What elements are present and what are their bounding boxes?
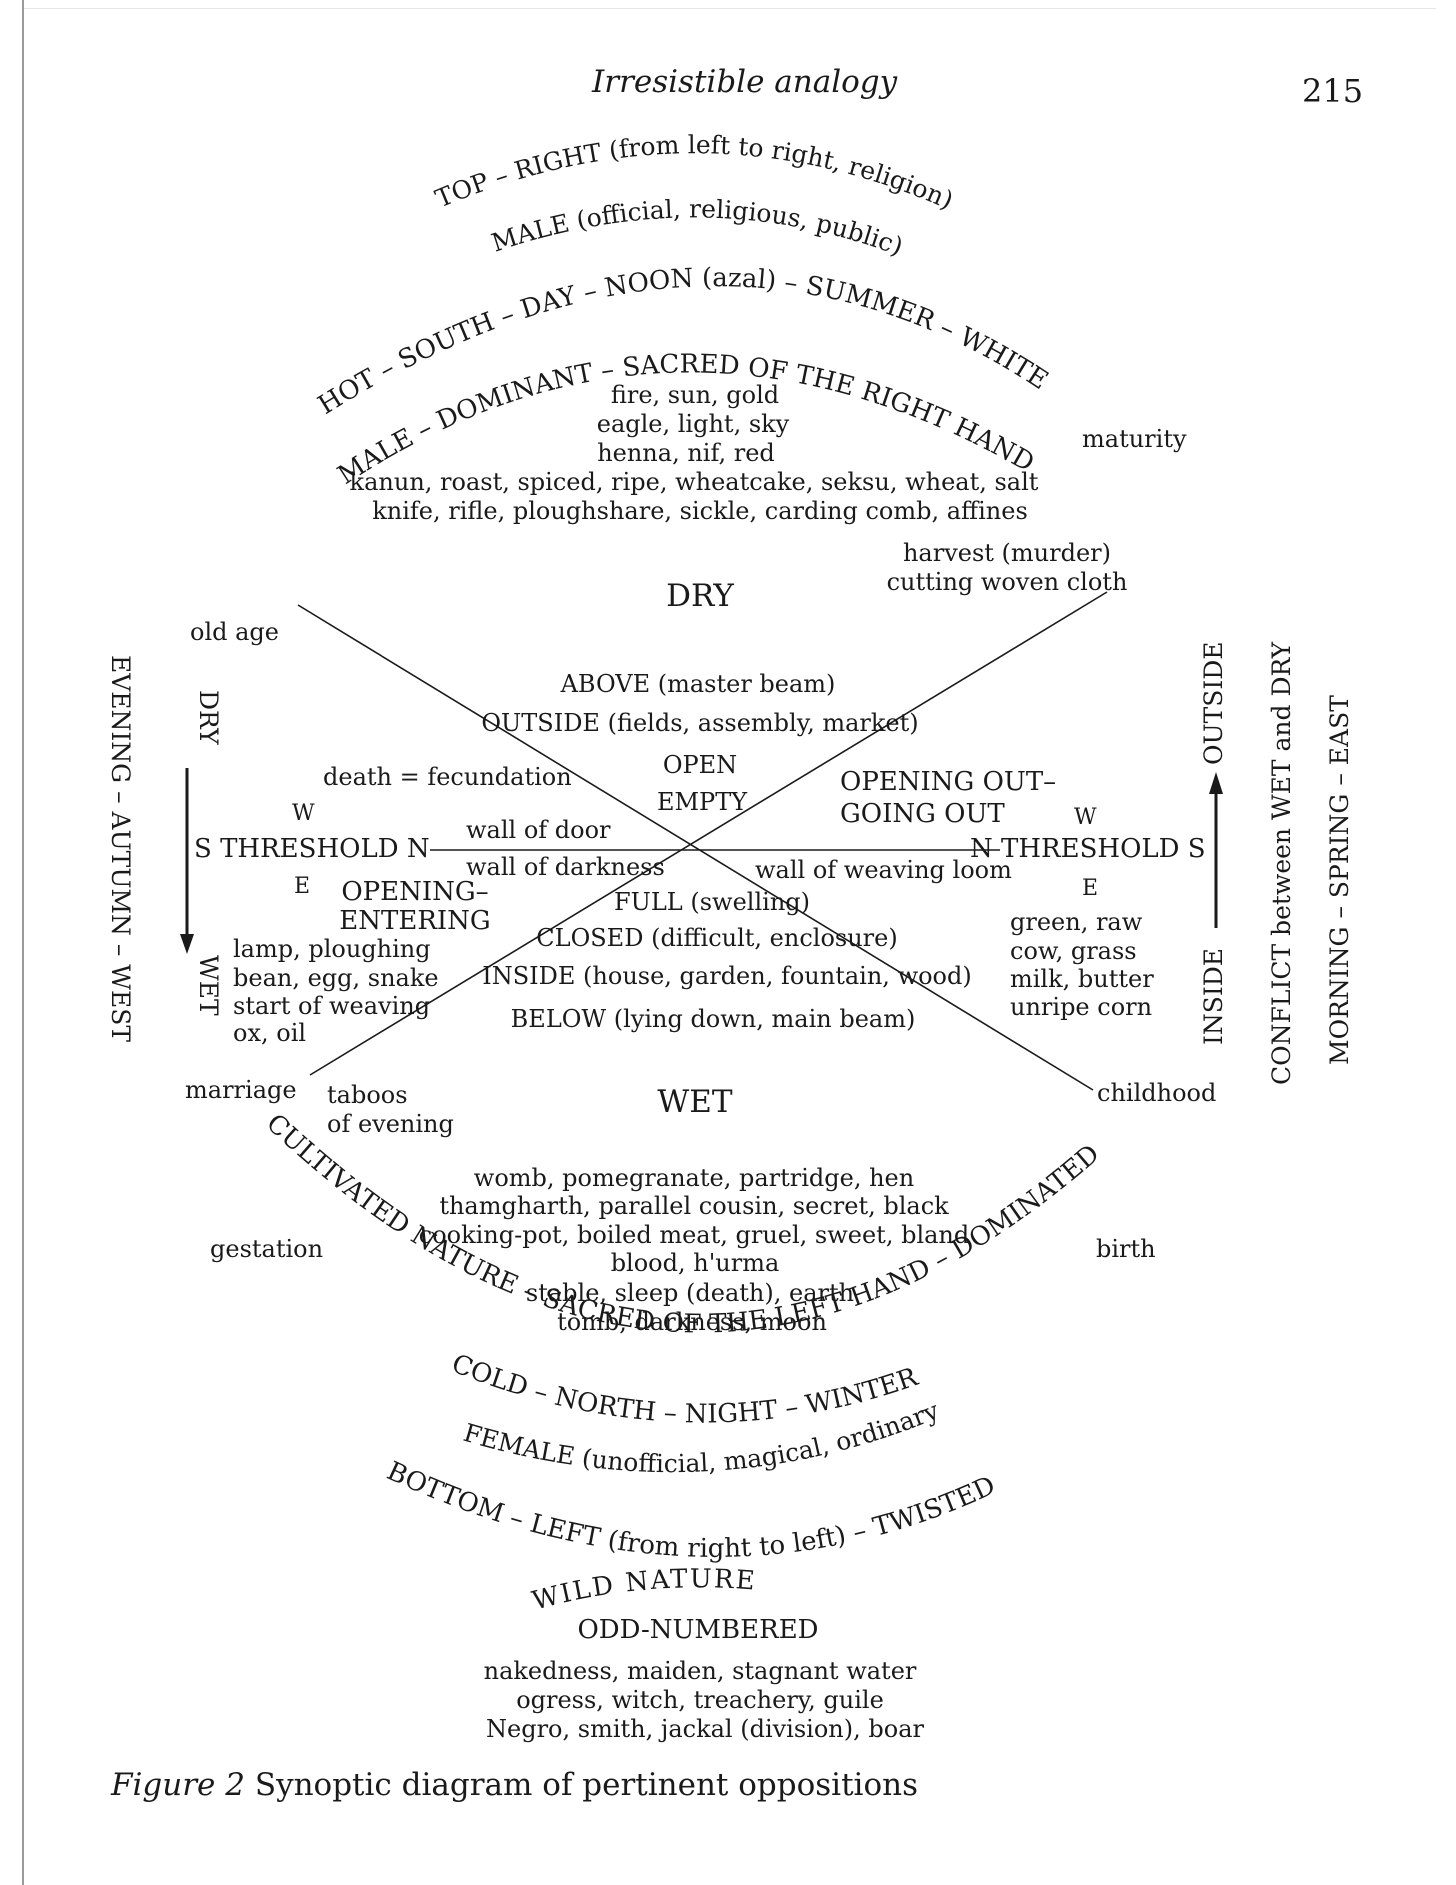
left-dry-label: DRY [194,690,223,745]
gestation-label: gestation [210,1235,323,1263]
left-e-label: E [294,874,310,899]
full-label: FULL (swelling) [614,888,810,916]
scan-top-edge [24,0,1436,9]
empty-label: EMPTY [657,788,748,816]
left-threshold: S THRESHOLD N [194,834,430,864]
arc-wild-nature: WILD NATURE [529,1564,758,1616]
right-outer-seasons: MORNING – SPRING – EAST [1325,695,1354,1065]
arc-male-official: MALE (official, religious, public) [488,194,907,261]
arc-cold-north: COLD – NORTH – NIGHT – WINTER [447,1349,922,1430]
list-line: bean, egg, snake [233,964,439,992]
list-line: ox, oil [233,1019,306,1047]
right-arrow [1209,772,1223,928]
list-line: kanun, roast, spiced, ripe, wheatcake, s… [350,468,1039,496]
harvest-label: harvest (murder) [903,539,1111,567]
death-label: death = fecundation [323,763,572,791]
right-e-label: E [1082,876,1098,901]
list-line: tomb, darkness, moon [557,1308,827,1336]
list-line: fire, sun, gold [611,381,779,409]
list-line: ogress, witch, treachery, guile [516,1686,884,1714]
left-arrow [180,768,194,954]
outside-label: OUTSIDE (fields, assembly, market) [481,709,918,737]
list-line: blood, h'urma [611,1249,780,1277]
line-marriage-harvest [309,591,1108,1076]
right-w-label: W [1074,805,1097,830]
page-number: 215 [1302,72,1364,110]
opening-label: OPENING– [341,877,488,907]
right-inside-label: INSIDE [1199,948,1228,1045]
left-w-label: W [292,801,315,826]
bottom-list: womb, pomegranate, partridge, hen thamgh… [419,1164,970,1336]
left-list: lamp, ploughing bean, egg, snake start o… [233,935,439,1047]
center-upper: ABOVE (master beam) OUTSIDE (fields, ass… [481,670,918,816]
open-label: OPEN [663,751,737,779]
running-title: Irresistible analogy [592,64,898,100]
right-list: green, raw cow, grass milk, butter unrip… [1010,908,1154,1021]
of-evening-label: of evening [327,1110,454,1138]
scan-edge [22,0,24,1885]
entering-label: ENTERING [339,906,490,936]
left-outer-seasons: EVENING – AUTUMN – WEST [106,655,135,1042]
dry-label: DRY [666,578,734,614]
top-list: fire, sun, gold eagle, light, sky henna,… [350,381,1039,525]
below-label: BELOW (lying down, main beam) [511,1005,916,1033]
list-line: knife, rifle, ploughshare, sickle, cardi… [372,497,1028,525]
right-outside-label: OUTSIDE [1199,641,1228,765]
list-line: stable, sleep (death), earth [526,1279,854,1307]
childhood-label: childhood [1097,1079,1216,1107]
list-line: lamp, ploughing [233,935,431,963]
closed-label: CLOSED (difficult, enclosure) [536,924,897,952]
opening-out-label: OPENING OUT– [840,767,1056,797]
list-line: nakedness, maiden, stagnant water [484,1657,917,1685]
figure-title: Synoptic diagram of pertinent opposition… [244,1767,918,1803]
line-oldage-childhood [297,604,1094,1091]
list-line: henna, nif, red [597,439,775,467]
figure-number: Figure 2 [111,1767,245,1803]
going-out-label: GOING OUT [840,799,1005,829]
conflict-label: CONFLICT between WET and DRY [1267,641,1296,1085]
list-line: start of weaving [233,992,430,1020]
list-line: eagle, light, sky [597,410,790,438]
old-age-label: old age [190,618,279,646]
wall-loom-label: wall of weaving loom [755,856,1012,884]
left-wet-label: WET [194,955,223,1016]
above-label: ABOVE (master beam) [560,670,836,698]
right-threshold: N THRESHOLD S [970,834,1206,864]
wall-darkness-label: wall of darkness [466,853,665,881]
list-line: milk, butter [1010,965,1154,993]
maturity-label: maturity [1082,425,1187,453]
cutting-cloth-label: cutting woven cloth [887,568,1128,596]
odd-numbered-label: ODD-NUMBERED [577,1615,818,1645]
wet-label: WET [657,1084,732,1120]
list-line: Negro, smith, jackal (division), boar [486,1715,924,1743]
list-line: unripe corn [1010,993,1152,1021]
center-lower: FULL (swelling) CLOSED (difficult, enclo… [482,888,971,1033]
list-line: green, raw [1010,908,1143,936]
final-list: nakedness, maiden, stagnant water ogress… [484,1657,925,1743]
list-line: thamgharth, parallel cousin, secret, bla… [439,1192,949,1220]
inside-label: INSIDE (house, garden, fountain, wood) [482,962,971,990]
birth-label: birth [1096,1235,1156,1263]
taboos-label: taboos [327,1081,408,1109]
figure-caption: Figure 2 Synoptic diagram of pertinent o… [111,1767,918,1803]
list-line: womb, pomegranate, partridge, hen [474,1164,914,1192]
wall-door-label: wall of door [466,816,611,844]
list-line: cooking-pot, boiled meat, gruel, sweet, … [419,1221,970,1249]
list-line: cow, grass [1010,937,1137,965]
marriage-label: marriage [185,1076,297,1104]
diagram-lines [297,591,1108,1091]
